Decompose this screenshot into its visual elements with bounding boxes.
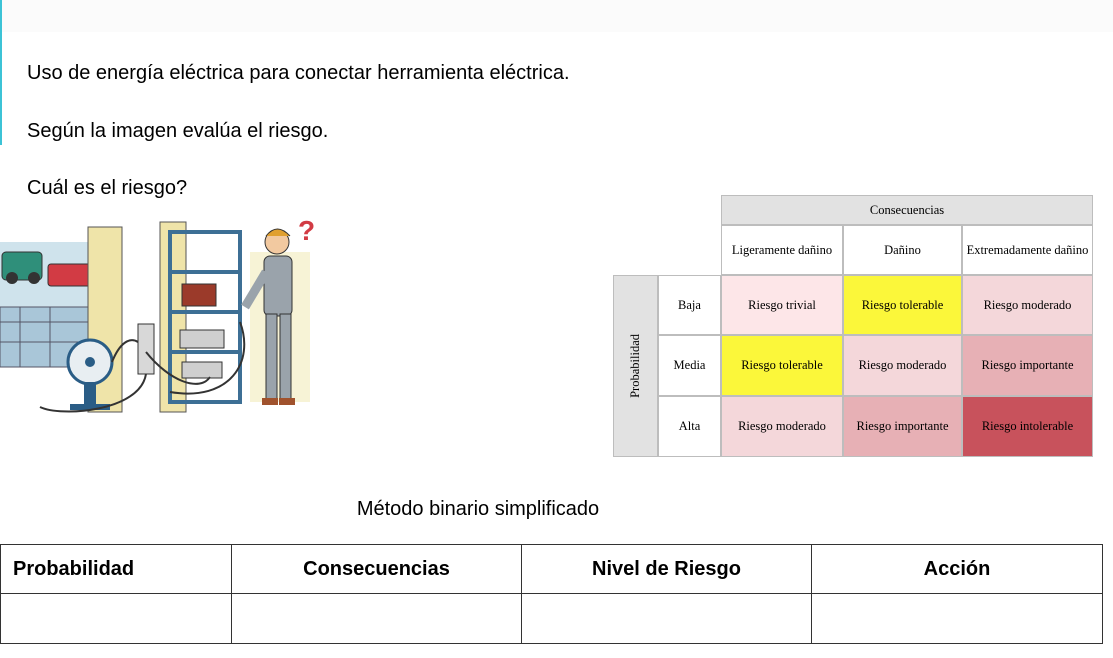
matrix-cell-media-ligeramente: Riesgo tolerable (721, 335, 843, 396)
answer-cell-nivel-de-riesgo[interactable] (521, 593, 812, 644)
method-title: Método binario simplificado (356, 498, 600, 520)
answer-table: Probabilidad Consecuencias Nivel de Ries… (0, 544, 1103, 644)
matrix-cell-baja-danino: Riesgo tolerable (843, 275, 962, 335)
answer-table-header-row: Probabilidad Consecuencias Nivel de Ries… (0, 544, 1103, 594)
matrix-row-baja: Baja (658, 275, 721, 335)
slide-edge-accent (0, 0, 2, 145)
header-accion: Acción (811, 544, 1103, 594)
matrix-row-alta: Alta (658, 396, 721, 457)
matrix-col-extremadamente-danino: Extremadamente dañino (962, 225, 1093, 275)
header-consecuencias: Consecuencias (231, 544, 522, 594)
top-band (0, 0, 1113, 32)
answer-cell-accion[interactable] (811, 593, 1103, 644)
matrix-cell-alta-ligeramente: Riesgo moderado (721, 396, 843, 457)
matrix-cell-baja-ligeramente: Riesgo trivial (721, 275, 843, 335)
question-line-1: Uso de energía eléctrica para conectar h… (27, 62, 570, 84)
matrix-cell-media-danino: Riesgo moderado (843, 335, 962, 396)
answer-cell-consecuencias[interactable] (231, 593, 522, 644)
matrix-cell-alta-danino: Riesgo importante (843, 396, 962, 457)
electrical-hazard-illustration: ? (0, 215, 315, 413)
matrix-cell-alta-extremadamente: Riesgo intolerable (962, 396, 1093, 457)
question-line-3: Cuál es el riesgo? (27, 177, 188, 199)
matrix-consequences-header: Consecuencias (721, 195, 1093, 225)
question-line-2: Según la imagen evalúa el riesgo. (27, 120, 329, 142)
question-mark-icon: ? (298, 215, 315, 246)
header-nivel-de-riesgo: Nivel de Riesgo (521, 544, 812, 594)
matrix-cell-media-extremadamente: Riesgo importante (962, 335, 1093, 396)
matrix-row-media: Media (658, 335, 721, 396)
matrix-cell-baja-extremadamente: Riesgo moderado (962, 275, 1093, 335)
header-probabilidad: Probabilidad (0, 544, 232, 594)
answer-table-row (0, 593, 1103, 644)
matrix-col-ligeramente-danino: Ligeramente dañino (721, 225, 843, 275)
matrix-col-danino: Dañino (843, 225, 962, 275)
matrix-probability-header: Probabilidad (613, 275, 658, 457)
matrix-probability-label: Probabilidad (628, 334, 643, 398)
answer-cell-probabilidad[interactable] (0, 593, 232, 644)
